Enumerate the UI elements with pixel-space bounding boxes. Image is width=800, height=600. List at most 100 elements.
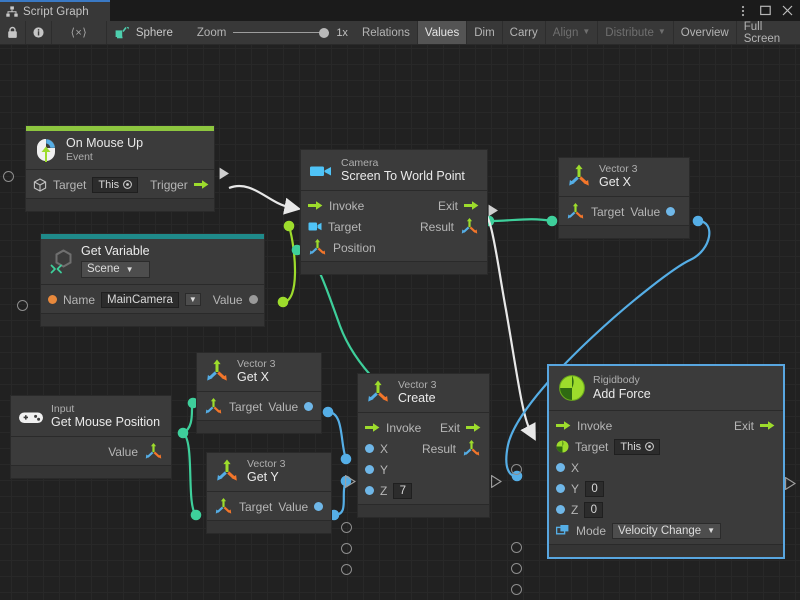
y-value-field[interactable]: 0 (585, 481, 604, 497)
result-label: Result (420, 220, 454, 234)
toolbar-button-overview[interactable]: Overview (674, 21, 737, 44)
maximize-icon[interactable] (755, 2, 775, 20)
value-port[interactable] (304, 402, 313, 411)
node-vector3-get-x-mid[interactable]: Vector 3 Get X Target Value (196, 352, 322, 434)
node-name: Add Force (593, 387, 651, 402)
graph-object-name: Sphere (136, 27, 173, 39)
node-vector3-get-x-top[interactable]: Vector 3 Get X Target Value (558, 157, 690, 239)
toolbar-button-align[interactable]: Align ▼ (546, 21, 599, 44)
toolbar-button-full-screen[interactable]: Full Screen (737, 21, 800, 44)
zoom-slider[interactable] (233, 27, 329, 39)
port-mode-external[interactable] (511, 584, 522, 595)
value-label: Value (213, 293, 243, 307)
exit-label: Exit (438, 199, 458, 213)
gamepad-icon (18, 404, 44, 430)
port-invoke-flow[interactable] (345, 475, 356, 488)
node-input-get-mouse-position[interactable]: Input Get Mouse Position Value (10, 395, 172, 479)
variable-name-value: MainCamera (107, 294, 173, 306)
port-name-external[interactable] (17, 300, 28, 311)
name-port[interactable] (48, 295, 57, 304)
node-on-mouse-up[interactable]: On Mouse Up Event Target This Tr (25, 125, 215, 212)
node-camera-screen-to-world-point[interactable]: Camera Screen To World Point Invoke Exit (300, 149, 488, 275)
port-exit-flow[interactable] (785, 477, 796, 490)
mode-dropdown[interactable]: Velocity Change ▼ (612, 523, 721, 539)
code-view-button[interactable]: ⟨×⟩ (52, 21, 107, 44)
vector3-port-icon (204, 398, 223, 415)
port-row-invoke-exit: Invoke Exit (301, 195, 487, 216)
mode-label: Mode (576, 524, 606, 538)
vector3-port-icon (566, 203, 585, 220)
port-y-external[interactable] (341, 522, 352, 533)
node-body: Target This Trigger (26, 169, 214, 198)
info-icon[interactable] (26, 21, 52, 44)
trigger-label: Trigger (150, 178, 188, 192)
z-value-field[interactable]: 7 (393, 483, 412, 499)
node-footer (559, 225, 689, 238)
node-name: Get Variable (81, 244, 150, 259)
target-picker-icon[interactable] (645, 442, 654, 451)
value-port[interactable] (249, 295, 258, 304)
target-label: Target (229, 400, 262, 414)
port-trigger-flow[interactable] (219, 167, 230, 180)
kebab-menu-icon[interactable] (733, 2, 753, 20)
target-label: Target (239, 500, 272, 514)
x-port[interactable] (365, 444, 374, 453)
variable-scope-dropdown[interactable]: Scene ▼ (81, 261, 150, 279)
port-target-external[interactable] (3, 171, 14, 182)
toolbar-button-dim[interactable]: Dim (467, 21, 502, 44)
port-y-external[interactable] (511, 542, 522, 553)
vector3-port-icon (214, 498, 233, 515)
port-row-target: Target This (549, 436, 783, 457)
graph-object-field[interactable]: Sphere (107, 21, 183, 44)
y-port[interactable] (365, 465, 374, 474)
port-x-external[interactable] (511, 464, 522, 475)
value-label: Value (268, 400, 298, 414)
x-port[interactable] (556, 463, 565, 472)
node-footer (358, 504, 489, 517)
value-port[interactable] (314, 502, 323, 511)
zoom-slider-knob[interactable] (319, 28, 329, 38)
node-type: Camera (341, 157, 465, 169)
toolbar-button-carry[interactable]: Carry (503, 21, 546, 44)
port-z2-external[interactable] (341, 564, 352, 575)
node-name: On Mouse Up (66, 136, 143, 151)
invoke-label: Invoke (386, 421, 421, 435)
port-z-external[interactable] (341, 543, 352, 554)
z-port[interactable] (365, 486, 374, 495)
toolbar-button-relations[interactable]: Relations (355, 21, 418, 44)
target-picker-icon[interactable] (123, 180, 132, 189)
node-vector3-create[interactable]: Vector 3 Create Invoke Exit X Result (357, 373, 490, 518)
value-port[interactable] (666, 207, 675, 216)
target-value-field[interactable]: This (614, 439, 660, 455)
z-value-field[interactable]: 0 (584, 502, 603, 518)
graph-canvas[interactable]: On Mouse Up Event Target This Tr (0, 45, 800, 600)
y-label: Y (571, 482, 579, 496)
enum-icon (556, 524, 570, 537)
y-port[interactable] (556, 484, 565, 493)
tab-script-graph[interactable]: Script Graph (0, 0, 110, 21)
node-name: Get X (599, 175, 638, 190)
z-port[interactable] (556, 505, 565, 514)
node-body: Invoke Exit Target This (549, 410, 783, 544)
flow-arrow-icon (466, 422, 481, 433)
variable-name-dropdown[interactable]: ▼ (185, 293, 201, 306)
port-exit-flow[interactable] (491, 475, 502, 488)
port-exit-flow[interactable] (488, 204, 499, 217)
close-icon[interactable] (777, 2, 797, 20)
port-row-y: Y (358, 459, 489, 480)
y-label: Y (380, 463, 388, 477)
node-rigidbody-add-force[interactable]: Rigidbody Add Force Invoke Exit (548, 365, 784, 558)
port-row-x-result: X Result (358, 438, 489, 459)
toolbar-button-values[interactable]: Values (418, 21, 467, 44)
lock-icon[interactable] (0, 21, 26, 44)
port-row-y: Y 0 (549, 478, 783, 499)
port-row-target-result: Target Result (301, 216, 487, 237)
flow-arrow-icon (365, 422, 380, 433)
node-header: Rigidbody Add Force (549, 366, 783, 410)
node-vector3-get-y[interactable]: Vector 3 Get Y Target Value (206, 452, 332, 534)
toolbar-button-distribute[interactable]: Distribute ▼ (598, 21, 674, 44)
target-value-field[interactable]: This (92, 177, 138, 193)
port-z-external[interactable] (511, 563, 522, 574)
variable-name-field[interactable]: MainCamera (101, 292, 179, 308)
node-get-variable[interactable]: Get Variable Scene ▼ Name MainCamera ▼ (40, 233, 265, 327)
